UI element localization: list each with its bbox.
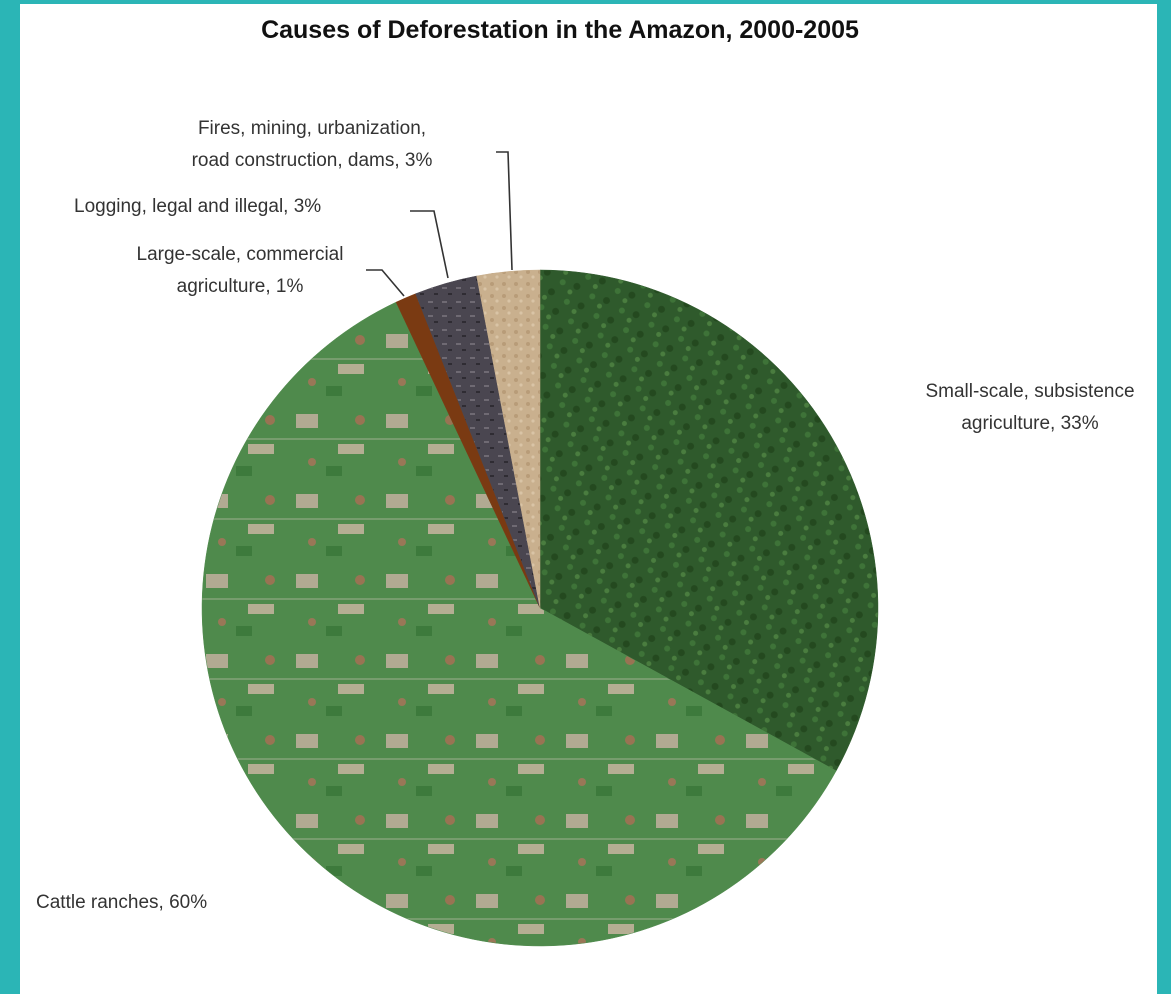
- chart-frame: Causes of Deforestation in the Amazon, 2…: [20, 4, 1157, 994]
- slice-label-line: road construction, dams, 3%: [192, 150, 433, 171]
- leader-line-logging: [410, 210, 449, 279]
- deforestation-pie-chart: Causes of Deforestation in the Amazon, 2…: [36, 16, 1135, 947]
- leader-line-fires-mining: [496, 151, 513, 271]
- chart-title: Causes of Deforestation in the Amazon, 2…: [261, 16, 859, 44]
- leader-lines: [366, 151, 513, 297]
- slice-label-line: agriculture, 33%: [961, 413, 1098, 434]
- slice-label-line: Cattle ranches, 60%: [36, 892, 207, 913]
- pie-slices: [201, 269, 879, 947]
- slice-label-fires-mining: Fires, mining, urbanization, road constru…: [192, 118, 433, 171]
- pie-slice-fires-mining: [476, 269, 541, 609]
- slice-label-large-scale-agriculture: Large-scale, commercial agriculture, 1%: [137, 244, 344, 297]
- slice-label-small-scale-agriculture: Small-scale, subsistence agriculture, 33%: [925, 381, 1134, 434]
- slice-label-line: Large-scale, commercial: [137, 244, 344, 265]
- slice-labels: Small-scale, subsistence agriculture, 33%…: [36, 118, 1135, 913]
- slice-label-line: agriculture, 1%: [177, 276, 304, 297]
- slice-label-cattle-ranches: Cattle ranches, 60%: [36, 892, 207, 913]
- leader-line-large-scale-agriculture: [366, 269, 405, 297]
- slice-label-logging: Logging, legal and illegal, 3%: [74, 196, 321, 217]
- pie-slice-cattle-ranches: [201, 301, 837, 947]
- slice-label-line: Fires, mining, urbanization,: [198, 118, 426, 139]
- slice-label-line: Small-scale, subsistence: [925, 381, 1134, 402]
- slice-label-line: Logging, legal and illegal, 3%: [74, 196, 321, 217]
- pie-slice-small-scale-agriculture: [539, 269, 879, 772]
